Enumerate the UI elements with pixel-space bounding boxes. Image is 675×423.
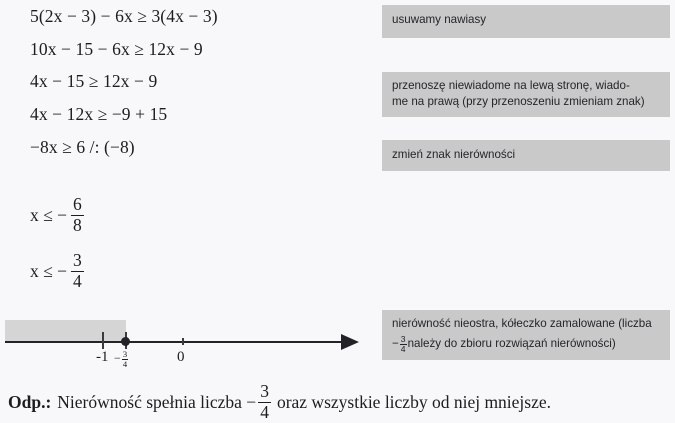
number-line-tick-minus-one	[102, 332, 104, 349]
note-remove-parentheses-line-1: usuwamy nawiasy	[392, 13, 487, 26]
number-line-label-minus-three-quarters: − 3 4	[114, 350, 129, 369]
fraction-six-eighths: 6 8	[70, 194, 84, 235]
note-move-terms: przenoszę niewiadome na lewą stronę, wia…	[382, 72, 670, 117]
answer-text-before: Nierówność spełnia liczba −	[57, 391, 257, 412]
number-line-closed-dot	[121, 337, 130, 346]
note-change-sign: zmień znak nierówności	[382, 140, 670, 171]
equation-step-1: 5(2x − 3) − 6x ≥ 3(4x − 3)	[30, 6, 218, 27]
equation-step-7: x ≤ − 3 4	[30, 250, 85, 291]
fraction-numerator: 3	[400, 334, 406, 345]
fraction-denominator: 8	[70, 214, 84, 235]
fraction-three-quarters: 3 4	[70, 250, 84, 291]
fraction-numerator: 6	[72, 194, 82, 214]
equation-step-4: 4x − 12x ≥ −9 + 15	[30, 104, 167, 125]
fraction-denominator: 4	[399, 344, 407, 355]
equation-step-5: −8x ≥ 6 /: (−8)	[30, 137, 135, 158]
fraction-numerator: 3	[260, 381, 269, 401]
note-closed-circle-line-2: − 3 4 należy do zbioru rozwiązań nierówn…	[392, 335, 661, 353]
fraction-denominator: 4	[70, 270, 84, 291]
number-line-label-minus-one: -1	[96, 349, 109, 365]
answer-fraction-three-quarters: 3 4	[258, 381, 271, 422]
equation-step-6-lead: x ≤ −	[30, 204, 67, 225]
fraction-numerator: 3	[122, 349, 128, 359]
note-closed-circle-suffix: należy do zbioru rozwiązań nierówności)	[407, 337, 616, 351]
number-line-solution-shading	[5, 320, 126, 342]
note-move-terms-line-1: przenoszę niewiadome na lewą stronę, wia…	[392, 79, 630, 92]
equation-step-7-lead: x ≤ −	[30, 260, 67, 281]
note-move-terms-line-2: me na prawą (przy przenoszeniu zmieniam …	[392, 95, 645, 109]
note-remove-parentheses: usuwamy nawiasy	[382, 5, 670, 38]
number-line-label-sign: −	[114, 351, 121, 366]
note-fraction-three-quarters: 3 4	[399, 334, 407, 355]
equation-step-3: 4x − 15 ≥ 12x − 9	[30, 71, 157, 92]
note-closed-circle-line-1: nierówność nieostra, kółeczko zamalowane…	[392, 317, 652, 330]
number-line-axis	[5, 341, 345, 343]
equation-step-6: x ≤ − 6 8	[30, 194, 85, 235]
answer-text-after: oraz wszystkie liczby od niej mniejsze.	[276, 391, 552, 412]
note-change-sign-line-1: zmień znak nierówności	[392, 148, 516, 161]
note-closed-circle-minus: −	[392, 337, 399, 351]
equation-step-5-text: −8x ≥ 6 /: (−8)	[30, 137, 135, 157]
note-closed-circle: nierówność nieostra, kółeczko zamalowane…	[382, 310, 670, 360]
fraction-denominator: 4	[121, 358, 129, 369]
number-line-tick-zero	[182, 338, 184, 345]
number-line-label-zero: 0	[177, 349, 185, 365]
equation-step-4-text: 4x − 12x ≥ −9 + 15	[30, 104, 168, 124]
number-line-arrow-icon	[341, 334, 359, 350]
fraction-denominator: 4	[258, 401, 271, 422]
number-line-fraction: 3 4	[121, 349, 129, 369]
fraction-numerator: 3	[72, 250, 82, 270]
answer-line: Odp.: Nierówność spełnia liczba − 3 4 or…	[8, 381, 552, 422]
number-line: -1 − 3 4 0	[0, 305, 380, 375]
answer-label: Odp.:	[8, 391, 52, 412]
equation-step-2-text: 10x − 15 − 6x ≥ 12x − 9	[30, 39, 203, 59]
equation-step-1-text: 5(2x − 3) − 6x ≥ 3(4x − 3)	[30, 6, 218, 26]
equation-step-2: 10x − 15 − 6x ≥ 12x − 9	[30, 39, 203, 60]
equation-step-3-text: 4x − 15 ≥ 12x − 9	[30, 71, 158, 91]
